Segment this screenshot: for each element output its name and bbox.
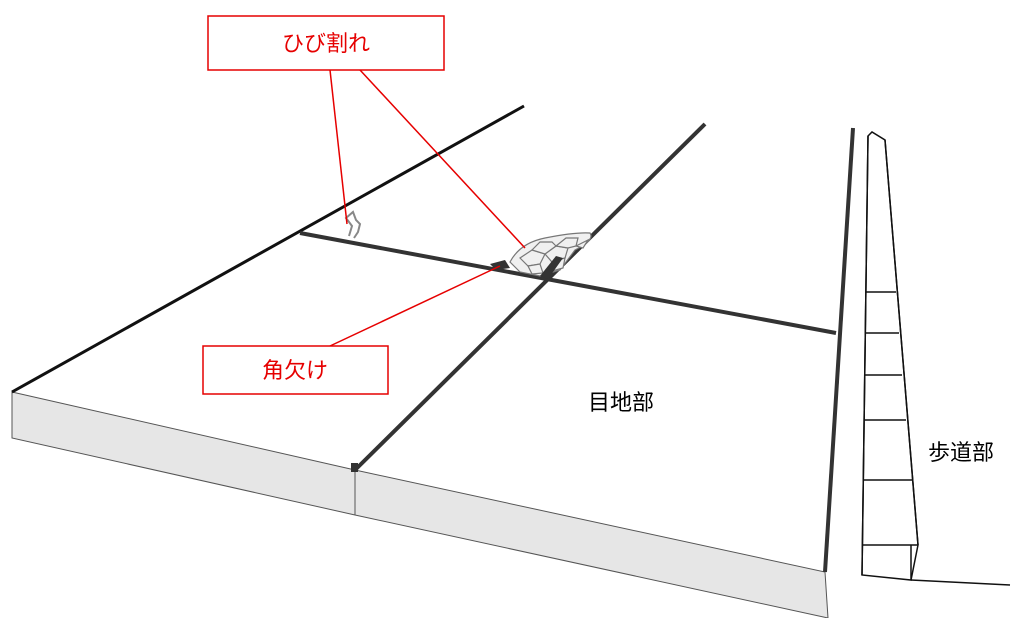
crack-callout-leaders	[329, 69, 526, 249]
corner-chip-right	[540, 256, 563, 279]
chipping-callout-leader	[329, 265, 501, 347]
crack-callout-box	[207, 15, 445, 71]
crack-callout: ひび割れ	[207, 15, 445, 71]
sidewalk-label: 歩道部	[928, 441, 994, 466]
hairline-crack	[344, 210, 362, 239]
corner-chip-left	[490, 260, 510, 270]
joint-label: 目地部	[588, 391, 654, 416]
joint-end-mark	[351, 463, 358, 472]
chipping-callout: 角欠け	[202, 345, 389, 395]
chipping-callout-box	[202, 345, 389, 395]
pavement-left-edge	[11, 104, 525, 394]
sidewalk-curb	[861, 131, 1011, 586]
slab-front-face	[11, 391, 829, 618]
longitudinal-joint	[353, 122, 707, 472]
crack-callout-label: ひび割れ	[282, 32, 370, 57]
pavement-right-edge	[823, 127, 855, 573]
alligator-crack	[509, 232, 592, 277]
chipping-callout-label: 角欠け	[262, 359, 328, 384]
transverse-joint	[299, 231, 837, 335]
